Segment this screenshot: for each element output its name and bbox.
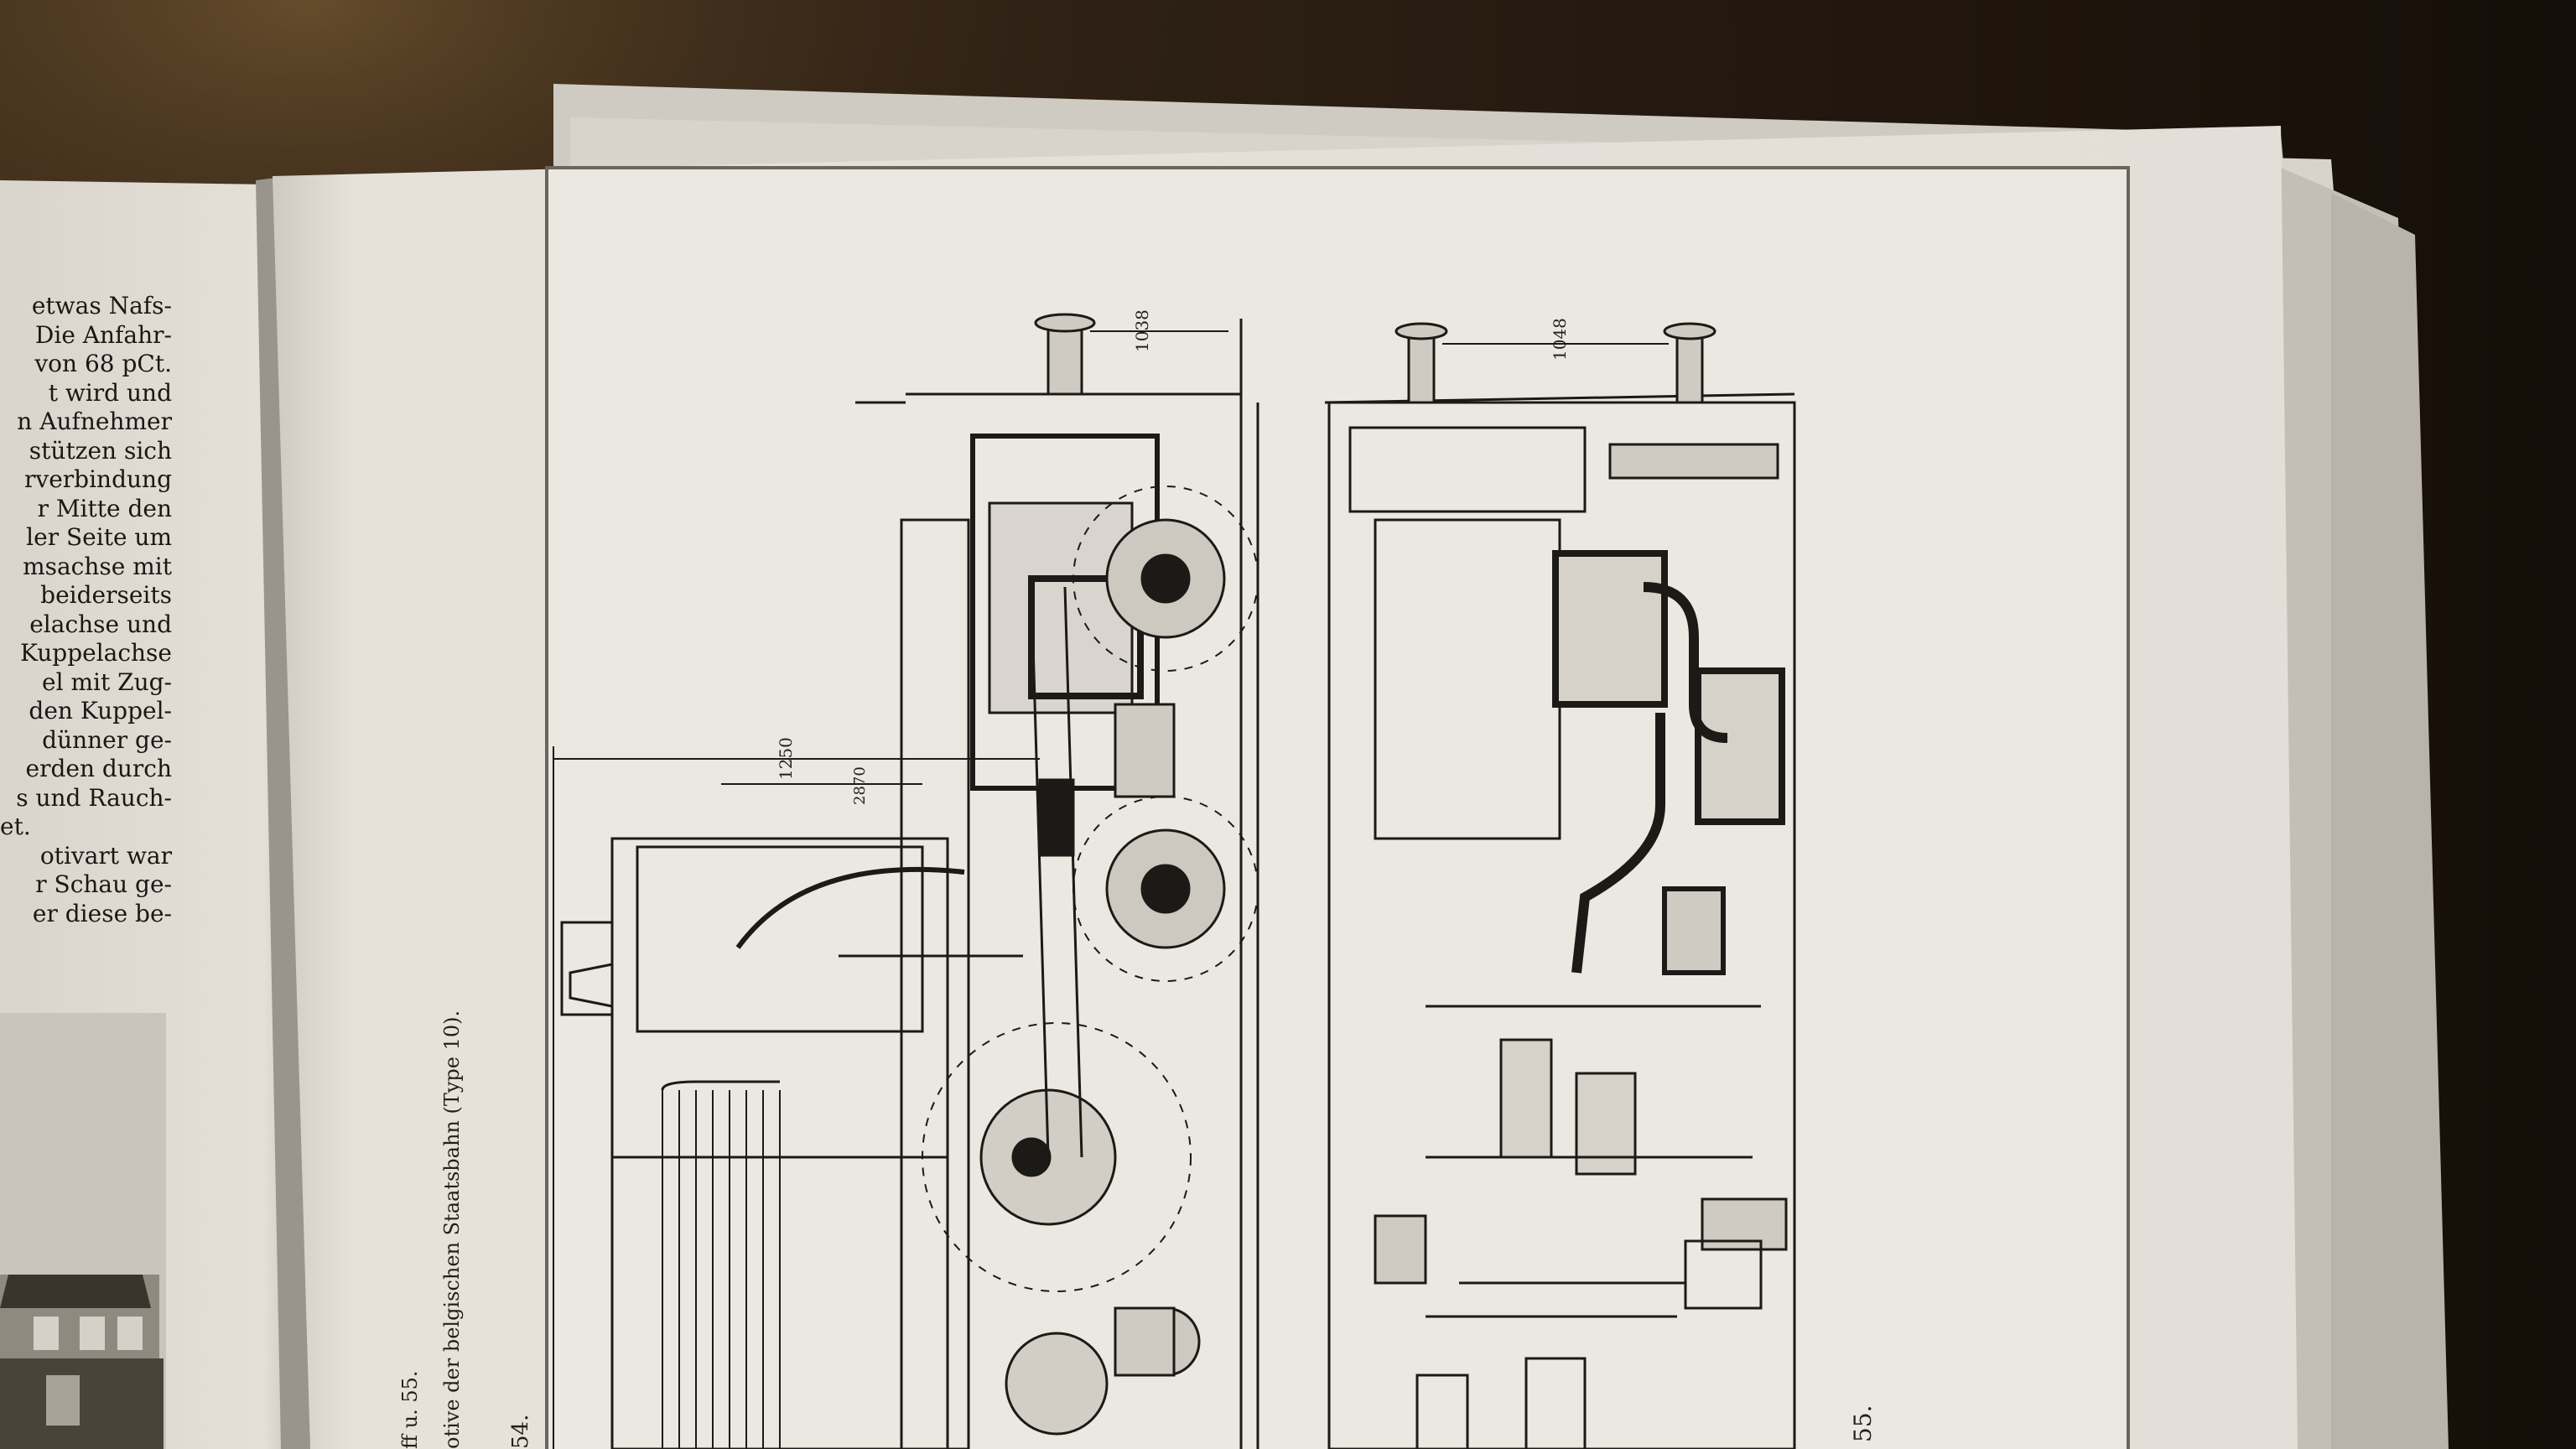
left-text-line: elachse und: [29, 610, 172, 638]
plate-frame: [545, 166, 2130, 1449]
left-text-line: s und Rauch-: [16, 783, 172, 812]
left-text-line: von 68 pCt.: [34, 350, 172, 377]
dimension-lines: [553, 330, 1669, 1449]
left-text-line: beiderseits: [40, 581, 172, 609]
left-text-line: den Kuppel-: [29, 697, 172, 724]
dim-label-top-right: 1048: [1550, 318, 1570, 361]
dim-label-mid-small: 2870: [851, 766, 869, 805]
left-text-line: t wird und: [48, 378, 172, 407]
dim-label-mid: 1250: [776, 737, 796, 780]
caption-main: otive der belgischen Staatsbahn (Type 10…: [440, 1010, 464, 1449]
caption-fig: ff u. 55.: [398, 1370, 422, 1449]
left-text-line: rverbindung: [24, 465, 172, 493]
left-text-line: dünner ge-: [42, 725, 172, 754]
left-page-text: etwas Nafs-Die Anfahr-von 68 pCt.t wird …: [0, 292, 172, 928]
left-text-line: Kuppelachse: [19, 639, 172, 667]
left-text-line: Die Anfahr-: [34, 320, 172, 349]
left-text-line: el mit Zug-: [42, 667, 172, 696]
left-text-line: ler Seite um: [26, 523, 172, 551]
left-text-line: etwas Nafs-: [31, 292, 172, 319]
left-text-line: n Aufnehmer: [17, 408, 172, 435]
left-text-line: erden durch: [25, 755, 172, 782]
left-text-line: msachse mit: [23, 552, 172, 580]
left-text-line: er diese be-: [32, 899, 172, 927]
left-photo-engine: [0, 1275, 164, 1449]
left-text-line: et.: [0, 813, 31, 840]
dim-label-top: 1038: [1132, 309, 1152, 352]
fig-55-drawing: [1324, 322, 1796, 1449]
fig-54-label: 54.: [508, 1414, 533, 1449]
fig-54-drawing: [560, 313, 1259, 1449]
left-text-line: r Mitte den: [37, 494, 172, 522]
left-text-line: r Schau ge-: [35, 870, 172, 898]
fig-55-label: 55.: [1849, 1405, 1877, 1442]
left-text-line: otivart war: [39, 841, 172, 870]
left-text-line: stützen sich: [29, 436, 172, 465]
